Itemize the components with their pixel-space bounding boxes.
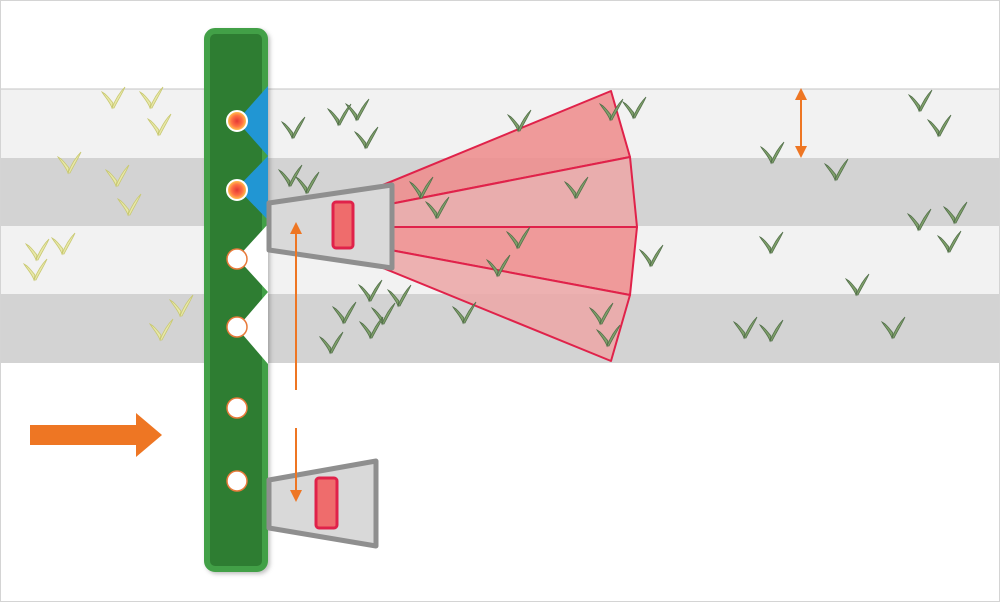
weed-sprout-icon xyxy=(563,176,589,200)
weed-sprout-icon xyxy=(621,96,647,120)
weed-sprout-icon xyxy=(386,284,412,308)
weed-sprout-icon xyxy=(926,114,952,138)
weed-sprout-icon xyxy=(588,302,614,326)
inactive-nozzle-icon xyxy=(226,470,248,492)
nozzles xyxy=(226,110,248,492)
weed-sprout-icon xyxy=(451,301,477,325)
weed-sprout-icon xyxy=(277,164,303,188)
active-nozzle-icon xyxy=(226,110,248,132)
weed-sprout-icon xyxy=(357,279,383,303)
weed-sprout-icon xyxy=(638,244,664,268)
weed-sprout-icon xyxy=(318,331,344,355)
weed-sprout-icon xyxy=(732,316,758,340)
weed-sprout-icon xyxy=(358,316,384,340)
weed-sprout-icon xyxy=(598,98,624,122)
weed-sprout-icon xyxy=(906,208,932,232)
active-nozzle-icon xyxy=(237,156,268,220)
plants-layer xyxy=(22,86,968,355)
dry-sprout-icon xyxy=(56,151,82,175)
down-arrow-icon xyxy=(290,490,302,502)
camera-lens xyxy=(314,476,339,530)
weed-sprout-icon xyxy=(408,176,434,200)
active-nozzle-icon xyxy=(237,86,268,156)
weed-sprout-icon xyxy=(936,230,962,254)
camera-lens xyxy=(331,200,355,250)
weed-sprout-icon xyxy=(280,116,306,140)
weed-sprout-icon xyxy=(758,231,784,255)
camera-upper xyxy=(266,182,395,271)
weed-sprout-icon xyxy=(326,103,352,127)
inactive-nozzle-icon xyxy=(226,316,248,338)
inactive-nozzle-icon xyxy=(226,397,248,419)
dry-sprout-icon xyxy=(104,164,130,188)
weed-sprout-icon xyxy=(331,301,357,325)
inactive-nozzle-icon xyxy=(237,292,268,364)
dry-sprout-icon xyxy=(146,113,172,137)
camera-housing xyxy=(266,182,395,271)
active-nozzle-icon xyxy=(226,179,248,201)
weed-sprout-icon xyxy=(907,89,933,113)
weed-sprout-icon xyxy=(759,141,785,165)
weed-sprout-icon xyxy=(424,196,450,220)
dry-sprout-icon xyxy=(148,318,174,342)
weed-sprout-icon xyxy=(823,158,849,182)
dry-sprout-icon xyxy=(24,238,50,262)
row-spacing-head-top xyxy=(795,88,807,100)
weed-sprout-icon xyxy=(942,201,968,225)
dry-sprout-icon xyxy=(100,86,126,110)
nozzle-sprays xyxy=(237,86,268,364)
dry-sprout-icon xyxy=(22,258,48,282)
camera-offset-arrows xyxy=(290,222,302,502)
weed-sprout-icon xyxy=(505,226,531,250)
weed-sprout-icon xyxy=(344,98,370,122)
dry-sprout-icon xyxy=(168,294,194,318)
weed-sprout-icon xyxy=(844,273,870,297)
row-spacing-head-bottom xyxy=(795,146,807,158)
weed-sprout-icon xyxy=(353,126,379,150)
double-arrow-icon xyxy=(795,88,807,158)
weed-sprout-icon xyxy=(485,254,511,278)
dry-sprout-icon xyxy=(50,232,76,256)
camera-field-of-view xyxy=(377,90,638,362)
up-arrow-icon xyxy=(290,222,302,234)
weed-sprout-icon xyxy=(758,319,784,343)
weed-sprout-icon xyxy=(880,316,906,340)
inactive-nozzle-icon xyxy=(237,224,268,292)
weed-sprout-icon xyxy=(294,171,320,195)
dry-sprout-icon xyxy=(116,193,142,217)
weed-sprout-icon xyxy=(506,109,532,133)
weed-sprout-icon xyxy=(595,324,621,348)
right-arrow-icon xyxy=(30,413,162,457)
dry-sprout-icon xyxy=(138,86,164,110)
inactive-nozzle-icon xyxy=(226,248,248,270)
